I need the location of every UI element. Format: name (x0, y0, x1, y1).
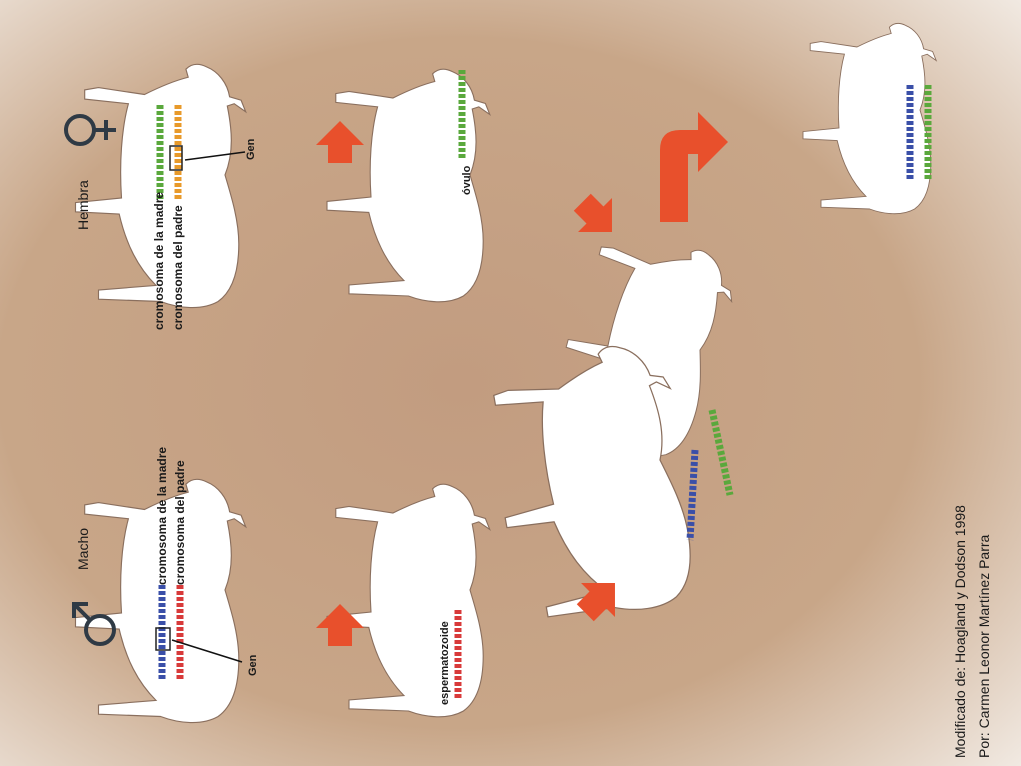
male-title: Macho (75, 528, 91, 570)
sperm-label: espermatozoide (439, 621, 451, 705)
credit-source: Modificado de: Hoagland y Dodson 1998 (952, 505, 968, 758)
female-father-chrom-label: cromosoma del padre (171, 205, 185, 330)
female-title: Hembra (75, 180, 91, 230)
male-mother-chrom-label: cromosoma de la madre (155, 447, 169, 585)
female-gene-label: Gen (245, 138, 257, 160)
female-mother-chrom-label: cromosoma de la madre (152, 192, 166, 330)
male-gene-label: Gen (247, 654, 259, 676)
male-father-chrom-label: cromosoma del padre (173, 460, 187, 585)
credit-author: Por: Carmen Leonor Martínez Parra (976, 535, 992, 758)
egg-label: óvulo (461, 165, 473, 195)
